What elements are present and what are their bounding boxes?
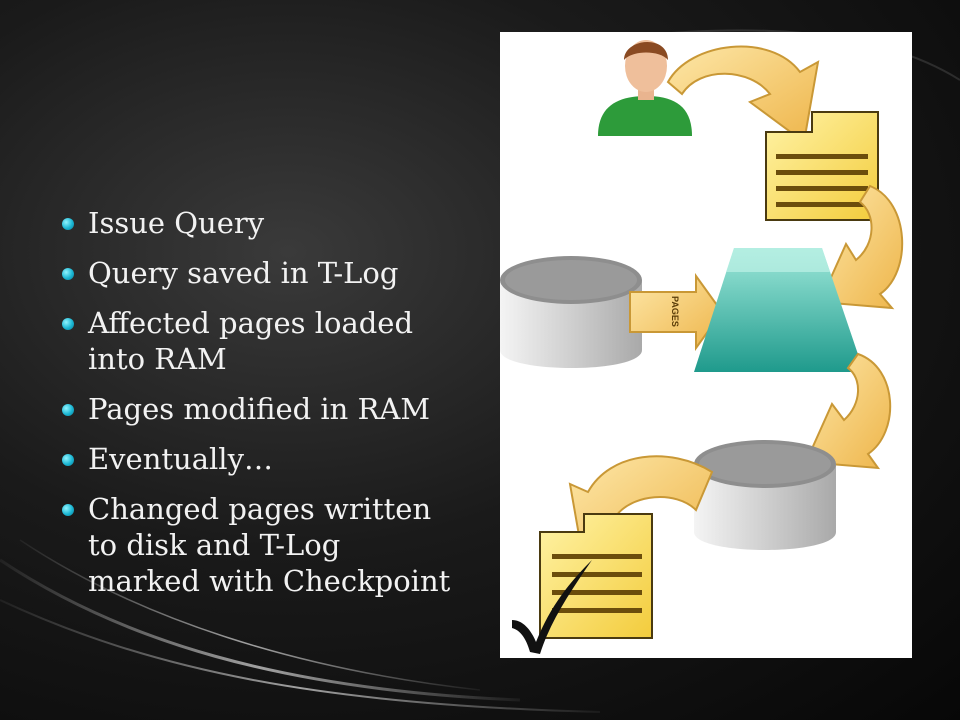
bullet-dot-icon xyxy=(62,318,74,330)
bullet-eventually: Eventually… xyxy=(60,441,460,477)
bullet-issue-query: Issue Query xyxy=(60,205,460,241)
bullet-list: Issue Query Query saved in T-Log Affecte… xyxy=(60,205,460,613)
ram-memory-icon xyxy=(694,248,864,372)
bullet-pages-modified: Pages modified in RAM xyxy=(60,391,460,427)
bullet-dot-icon xyxy=(62,454,74,466)
user-icon xyxy=(598,40,692,136)
curved-arrow-icon xyxy=(804,352,892,470)
bullet-dot-icon xyxy=(62,218,74,230)
bullet-dot-icon xyxy=(62,268,74,280)
bullet-dot-icon xyxy=(62,404,74,416)
database-disk-icon xyxy=(500,256,642,368)
checkmark-icon xyxy=(512,560,592,654)
bullet-pages-loaded: Affected pages loaded into RAM xyxy=(60,305,460,377)
bullet-checkpoint: Changed pages written to disk and T-Log … xyxy=(60,491,460,599)
pages-label: PAGES xyxy=(670,296,680,327)
curved-arrow-icon xyxy=(818,184,904,310)
database-disk-icon xyxy=(694,440,836,550)
curved-arrow-icon xyxy=(666,45,820,144)
checkpoint-document-icon xyxy=(539,513,653,639)
bullet-dot-icon xyxy=(62,504,74,516)
transaction-log-document-icon xyxy=(765,111,879,221)
bullet-query-saved: Query saved in T-Log xyxy=(60,255,460,291)
checkpoint-diagram: PAGES xyxy=(500,32,912,658)
